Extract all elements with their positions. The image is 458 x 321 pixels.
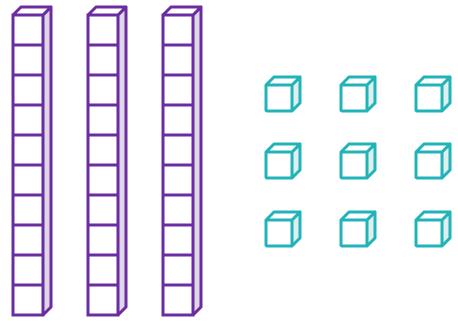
unit-cube bbox=[264, 210, 302, 248]
rod-unit-square bbox=[11, 73, 45, 107]
rod-unit-square bbox=[161, 103, 195, 137]
rod-unit-square bbox=[11, 253, 45, 287]
rod-unit-square bbox=[161, 43, 195, 77]
tens-rod bbox=[161, 5, 203, 317]
unit-cube bbox=[414, 75, 452, 113]
rod-unit-square bbox=[161, 163, 195, 197]
cube-front-face bbox=[339, 150, 369, 180]
rod-unit-square bbox=[11, 283, 45, 317]
rod-unit-square bbox=[161, 133, 195, 167]
rod-unit-square bbox=[86, 103, 120, 137]
rod-unit-square bbox=[86, 283, 120, 317]
rod-unit-square bbox=[86, 133, 120, 167]
tens-rods-group bbox=[11, 5, 203, 317]
rod-unit-square bbox=[86, 73, 120, 107]
rod-unit-square bbox=[161, 13, 195, 47]
cube-front-face bbox=[414, 150, 444, 180]
rod-unit-square bbox=[11, 43, 45, 77]
rod-unit-square bbox=[86, 223, 120, 257]
rod-unit-square bbox=[86, 163, 120, 197]
tens-rod bbox=[86, 5, 128, 317]
rod-unit-square bbox=[11, 133, 45, 167]
rod-unit-square bbox=[86, 43, 120, 77]
rod-unit-square bbox=[86, 193, 120, 227]
rod-unit-square bbox=[161, 73, 195, 107]
cube-front-face bbox=[264, 83, 294, 113]
rod-unit-square bbox=[11, 13, 45, 47]
rod-unit-square bbox=[11, 193, 45, 227]
rod-unit-square bbox=[161, 253, 195, 287]
rod-unit-square bbox=[86, 253, 120, 287]
unit-cube bbox=[414, 210, 452, 248]
tens-rod bbox=[11, 5, 53, 317]
unit-cube bbox=[414, 142, 452, 180]
rod-unit-square bbox=[11, 163, 45, 197]
unit-cube bbox=[339, 210, 377, 248]
unit-cube bbox=[339, 142, 377, 180]
cube-front-face bbox=[339, 218, 369, 248]
rod-unit-square bbox=[161, 193, 195, 227]
rod-unit-square bbox=[86, 13, 120, 47]
cube-front-face bbox=[339, 83, 369, 113]
ones-cubes-group bbox=[264, 75, 452, 248]
cube-front-face bbox=[264, 218, 294, 248]
cube-front-face bbox=[264, 150, 294, 180]
rod-unit-square bbox=[11, 103, 45, 137]
cube-front-face bbox=[414, 83, 444, 113]
unit-cube bbox=[264, 142, 302, 180]
unit-cube bbox=[339, 75, 377, 113]
rod-unit-square bbox=[11, 223, 45, 257]
cube-front-face bbox=[414, 218, 444, 248]
rod-unit-square bbox=[161, 283, 195, 317]
unit-cube bbox=[264, 75, 302, 113]
rod-unit-square bbox=[161, 223, 195, 257]
